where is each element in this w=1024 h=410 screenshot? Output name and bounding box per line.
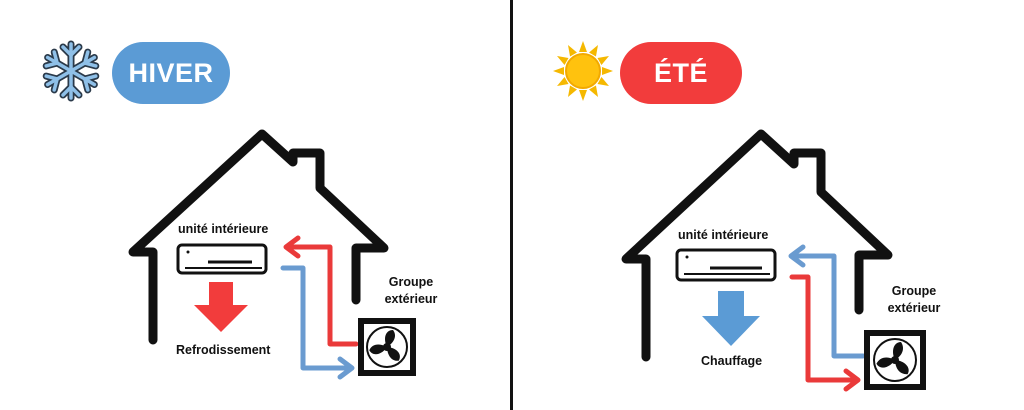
- outdoor-unit-label: Groupe extérieur: [376, 274, 446, 308]
- house-outline: [128, 129, 389, 345]
- indoor-unit-label: unité intérieure: [178, 222, 269, 236]
- hot-pipe-arrow: [789, 274, 861, 392]
- winter-badge: HIVER: [112, 42, 230, 104]
- panel-divider: [510, 0, 513, 410]
- indoor-unit-icon: [675, 248, 777, 282]
- sun-icon: [553, 41, 613, 101]
- cold-pipe-arrow: [788, 244, 866, 359]
- winter-badge-label: HIVER: [128, 57, 214, 88]
- indoor-unit-label: unité intérieure: [678, 228, 769, 242]
- snowflake-inner: [41, 42, 101, 100]
- cold-pipe-arrow: [280, 265, 355, 380]
- heating-arrow-icon: [702, 291, 760, 346]
- hot-pipe-arrow: [283, 235, 359, 347]
- outdoor-unit-label-line1: Groupe: [891, 284, 937, 298]
- outdoor-unit-label-line1: Groupe: [388, 275, 434, 289]
- effect-label: Refrodissement: [176, 343, 271, 357]
- indoor-unit-icon: [176, 243, 268, 275]
- fan-icon: [864, 330, 926, 390]
- fan-icon: [358, 318, 416, 376]
- winter-diagram: [0, 40, 416, 380]
- winter-panel: HIVER unité intérieure Groupe extérieur …: [0, 40, 446, 380]
- outdoor-unit-label-line2: extérieur: [887, 301, 941, 315]
- house-outline: [621, 129, 893, 362]
- effect-label: Chauffage: [701, 354, 763, 368]
- summer-diagram: [553, 41, 926, 392]
- summer-badge-label: ÉTÉ: [653, 57, 708, 88]
- summer-panel: ÉTÉ unité intérieure Groupe extérieur Ch…: [512, 0, 1024, 410]
- cooling-arrow-icon: [194, 282, 248, 332]
- outdoor-unit-label-line2: extérieur: [384, 292, 438, 306]
- summer-badge: ÉTÉ: [620, 42, 742, 104]
- outdoor-unit-label: Groupe extérieur: [879, 283, 949, 317]
